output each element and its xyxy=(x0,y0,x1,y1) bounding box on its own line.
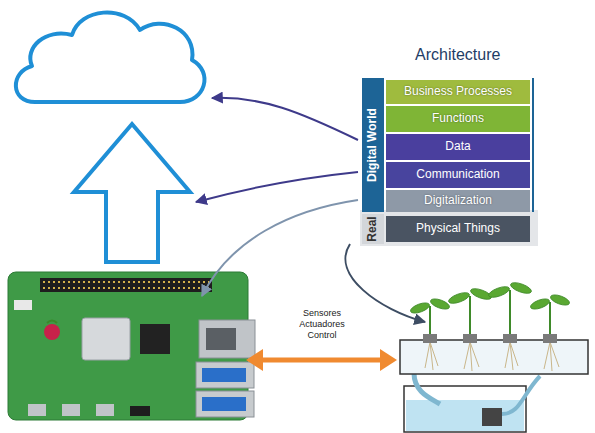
cloud-link-arrow xyxy=(212,98,358,140)
layer-band: Functions xyxy=(386,106,530,132)
io-double-arrow xyxy=(246,349,397,371)
layer-band: Communication xyxy=(386,162,530,188)
hydroponic-system xyxy=(400,280,588,432)
cloud-outline xyxy=(16,12,205,102)
layer-label: Business Processes xyxy=(404,85,512,99)
stack-border xyxy=(532,78,534,212)
side-band: Real xyxy=(362,214,384,244)
signal-label: Sensores Actuadores Control xyxy=(291,308,353,340)
device-link-arrow xyxy=(202,200,358,296)
layer-label: Data xyxy=(445,140,470,154)
side-band: Digital World xyxy=(362,78,384,212)
layer-label: Functions xyxy=(432,112,484,126)
layer-band: Physical Things xyxy=(386,216,530,242)
diagram-title: Architecture xyxy=(415,46,500,64)
band-label: Real xyxy=(366,216,380,241)
layer-label: Communication xyxy=(416,168,499,182)
raspberry-pi xyxy=(8,272,255,420)
layer-band: Business Processes xyxy=(386,80,530,104)
real-band-ground xyxy=(360,210,538,246)
upload-link-arrow xyxy=(196,172,358,202)
layer-label: Physical Things xyxy=(416,222,500,236)
band-label: Digital World xyxy=(366,108,380,182)
layer-band: Digitalization xyxy=(386,190,530,212)
layer-band: Data xyxy=(386,134,530,160)
layer-label: Digitalization xyxy=(424,194,492,208)
upload-arrow xyxy=(74,124,190,262)
plant-link-arrow xyxy=(345,244,425,322)
